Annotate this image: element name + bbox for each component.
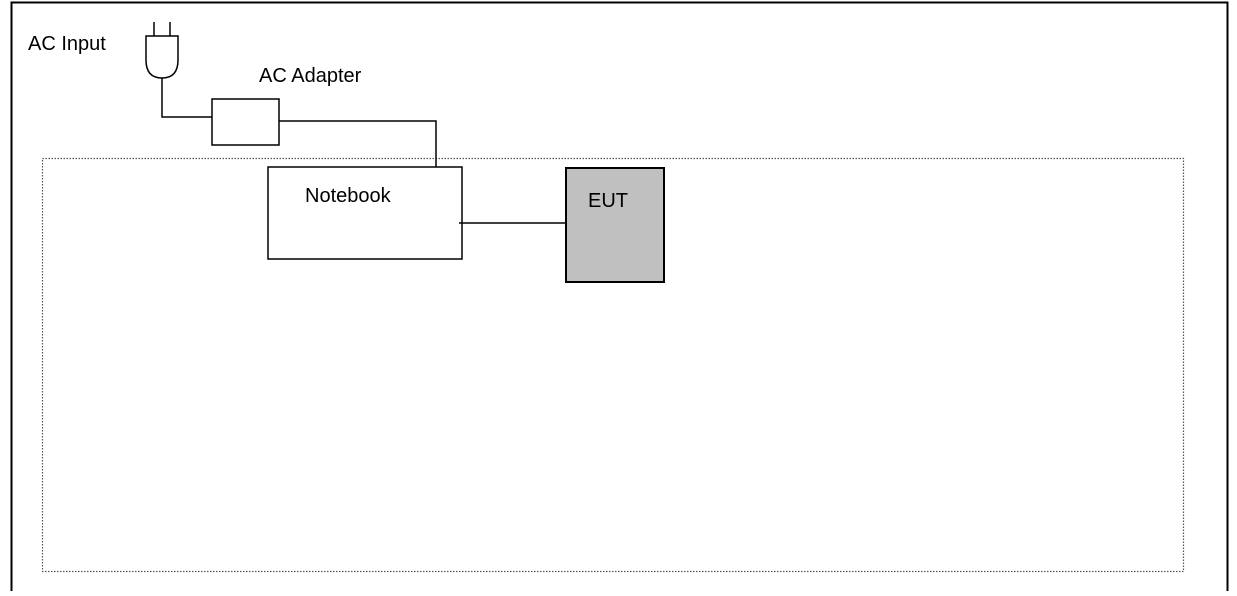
ac-adapter-label: AC Adapter xyxy=(259,65,362,87)
dc-cable xyxy=(279,120,437,169)
ac-cable xyxy=(161,78,212,118)
outer-frame xyxy=(10,1,1229,591)
eut-label: EUT xyxy=(588,190,628,212)
test-table-area xyxy=(41,157,1185,573)
notebook-box xyxy=(267,166,463,260)
ac-input-label: AC Input xyxy=(28,33,106,55)
notebook-label: Notebook xyxy=(305,185,392,207)
ac-adapter-box xyxy=(211,98,280,146)
eut-box xyxy=(565,167,665,283)
power-plug-icon xyxy=(145,22,179,79)
